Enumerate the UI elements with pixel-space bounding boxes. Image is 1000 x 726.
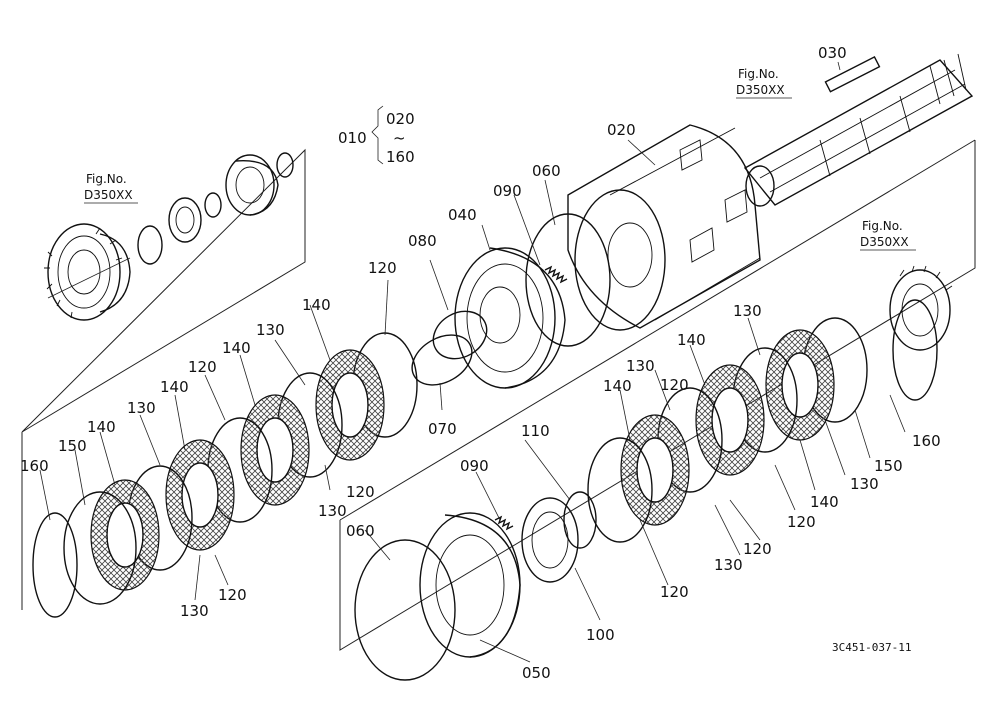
label-140-c: 140 bbox=[160, 378, 189, 396]
fig-ref-top-title: Fig.No. bbox=[738, 67, 779, 81]
seal-ring-060-top bbox=[525, 213, 611, 347]
label-080: 080 bbox=[408, 232, 437, 250]
fig-ref-right-title: Fig.No. bbox=[862, 219, 903, 233]
label-130-c: 130 bbox=[318, 502, 347, 520]
clutch-drum bbox=[567, 124, 761, 331]
label-070: 070 bbox=[428, 420, 457, 438]
label-060-bottom: 060 bbox=[346, 522, 375, 540]
label-130-d: 130 bbox=[180, 602, 209, 620]
label-020: 020 bbox=[607, 121, 636, 139]
label-130-b: 130 bbox=[127, 399, 156, 417]
label-120-g: 120 bbox=[787, 513, 816, 531]
label-160-a: 160 bbox=[20, 457, 49, 475]
label-120-c: 120 bbox=[346, 483, 375, 501]
label-range-160: 160 bbox=[386, 148, 415, 166]
fig-ref-right: Fig.No. D350XX bbox=[860, 219, 916, 251]
label-120-d: 120 bbox=[218, 586, 247, 604]
label-130-f: 130 bbox=[733, 302, 762, 320]
range-bracket bbox=[371, 105, 384, 165]
drawing-code: 3C451-037-11 bbox=[832, 641, 911, 654]
label-040: 040 bbox=[448, 206, 477, 224]
label-160-b: 160 bbox=[912, 432, 941, 450]
label-050: 050 bbox=[522, 664, 551, 682]
left-clutch-pack bbox=[32, 332, 418, 618]
part-labels: 010 020 ~ 160 020 030 040 050 060 060 07… bbox=[20, 44, 941, 682]
left-small-parts bbox=[137, 152, 294, 265]
label-030: 030 bbox=[818, 44, 847, 62]
lower-piston-group bbox=[354, 491, 597, 681]
shaft bbox=[743, 53, 974, 207]
label-120-a: 120 bbox=[368, 259, 397, 277]
label-090-top: 090 bbox=[493, 182, 522, 200]
label-140-f: 140 bbox=[677, 331, 706, 349]
label-110: 110 bbox=[521, 422, 550, 440]
left-gear bbox=[44, 223, 131, 321]
label-140-b: 140 bbox=[222, 339, 251, 357]
label-130-h: 130 bbox=[850, 475, 879, 493]
label-120-h: 120 bbox=[660, 376, 689, 394]
label-140-a: 140 bbox=[302, 296, 331, 314]
o-ring-070 bbox=[411, 334, 473, 386]
label-010: 010 bbox=[338, 129, 367, 147]
label-120-e: 120 bbox=[660, 583, 689, 601]
label-060-top: 060 bbox=[532, 162, 561, 180]
label-130-e: 130 bbox=[626, 357, 655, 375]
fig-ref-left: Fig.No. D350XX bbox=[84, 172, 138, 204]
label-130-g: 130 bbox=[714, 556, 743, 574]
label-140-e: 140 bbox=[603, 377, 632, 395]
label-090-bottom: 090 bbox=[460, 457, 489, 475]
label-100: 100 bbox=[586, 626, 615, 644]
right-clutch-pack bbox=[587, 265, 953, 543]
o-ring-080 bbox=[432, 310, 488, 360]
label-150-b: 150 bbox=[874, 457, 903, 475]
label-150-a: 150 bbox=[58, 437, 87, 455]
label-130-a: 130 bbox=[256, 321, 285, 339]
spring-090-top bbox=[544, 265, 568, 284]
fig-ref-left-title: Fig.No. bbox=[86, 172, 127, 186]
leader-lines bbox=[39, 61, 906, 663]
label-140-g: 140 bbox=[810, 493, 839, 511]
label-120-b: 120 bbox=[188, 358, 217, 376]
label-range-tilde: ~ bbox=[393, 129, 406, 147]
fig-ref-top-number: D350XX bbox=[736, 83, 785, 97]
fig-ref-right-number: D350XX bbox=[860, 235, 909, 249]
fig-ref-top: Fig.No. D350XX bbox=[736, 67, 792, 99]
label-140-d: 140 bbox=[87, 418, 116, 436]
fig-ref-left-number: D350XX bbox=[84, 188, 133, 202]
piston-040 bbox=[454, 247, 566, 389]
label-120-f: 120 bbox=[743, 540, 772, 558]
label-range-020: 020 bbox=[386, 110, 415, 128]
